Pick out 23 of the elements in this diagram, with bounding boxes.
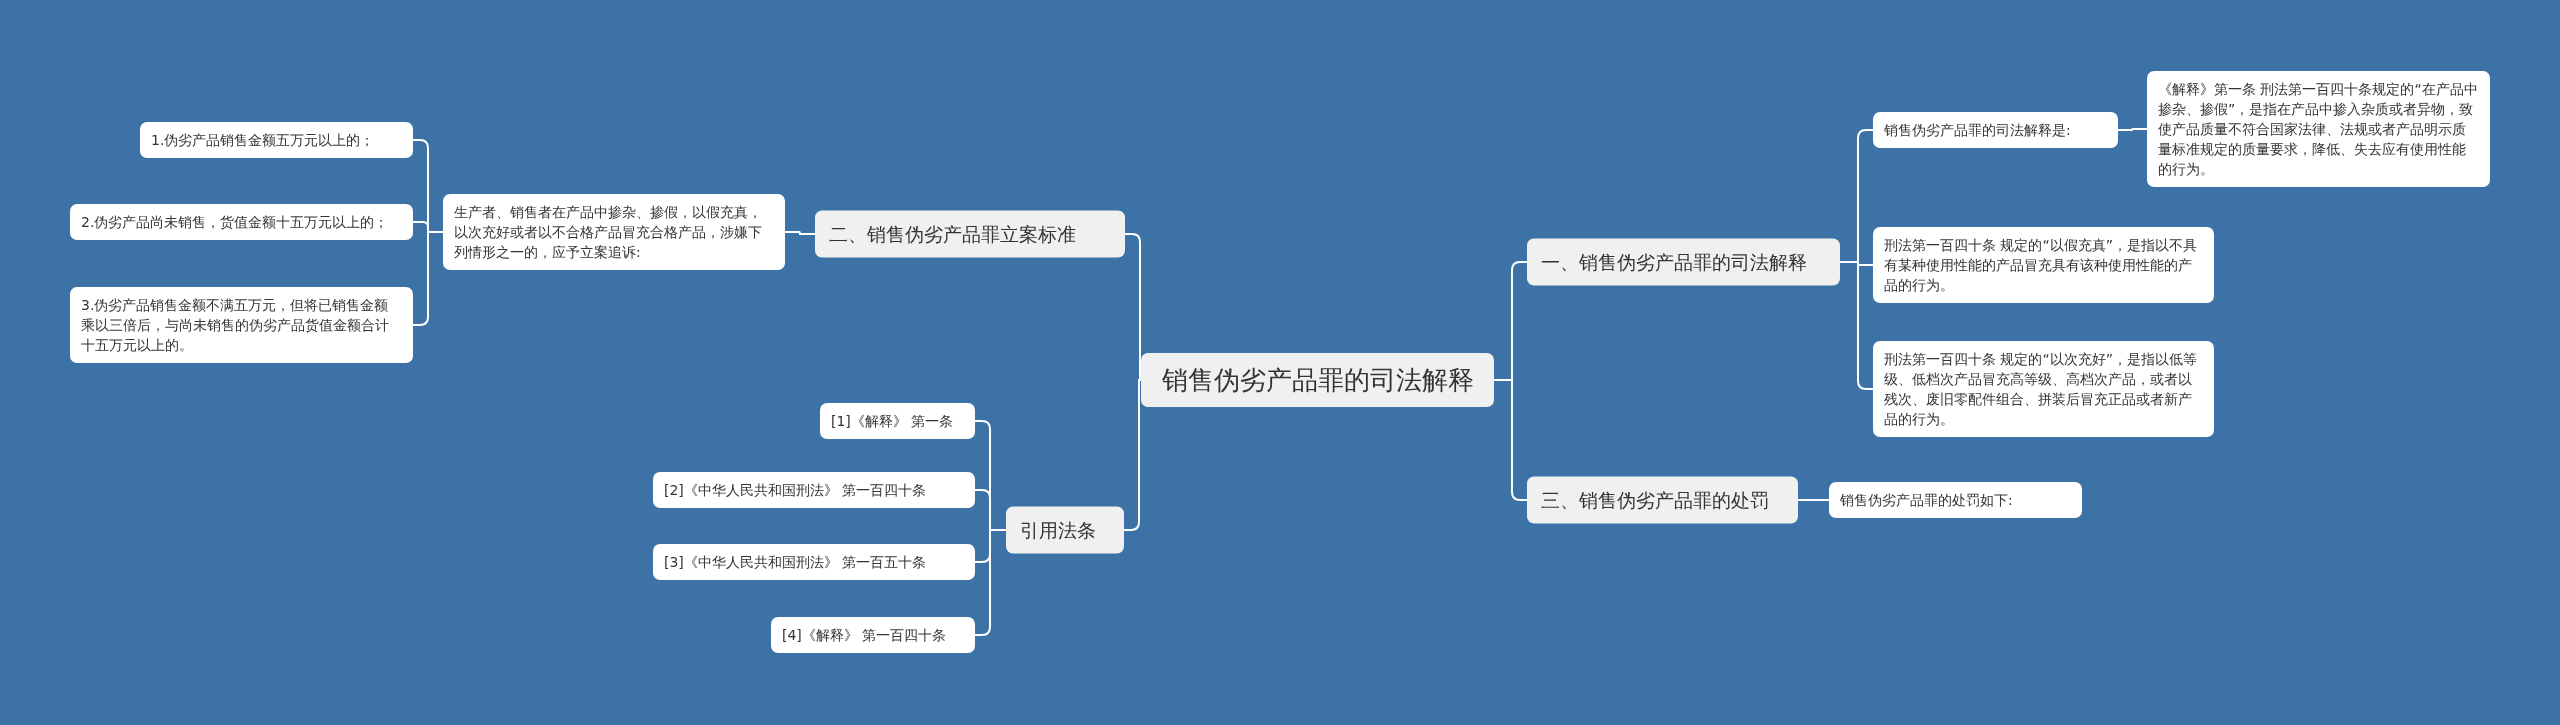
connector-line bbox=[2117, 128, 2148, 131]
leaf-card: [4]《解释》 第一百四十条 bbox=[771, 617, 975, 653]
leaf-card: 销售伪劣产品罪的处罚如下: bbox=[1829, 482, 2082, 518]
branch-topic: 一、销售伪劣产品罪的司法解释 bbox=[1527, 238, 1840, 286]
leaf-card: 1.伪劣产品销售金额五万元以上的； bbox=[140, 122, 413, 158]
leaf-card: 刑法第一百四十条 规定的“以假充真”，是指以不具有某种使用性能的产品冒充具有该种使用性能的产品的行为。 bbox=[1873, 227, 2214, 303]
leaf-card: 销售伪劣产品罪的司法解释是: bbox=[1873, 112, 2118, 148]
branch-topic: 三、销售伪劣产品罪的处罚 bbox=[1527, 476, 1798, 524]
branch-topic: 引用法条 bbox=[1006, 506, 1124, 554]
leaf-card: [3]《中华人民共和国刑法》 第一百五十条 bbox=[653, 544, 975, 580]
branch-topic: 二、销售伪劣产品罪立案标准 bbox=[815, 210, 1125, 258]
leaf-card: [2]《中华人民共和国刑法》 第一百四十条 bbox=[653, 472, 975, 508]
central-topic: 销售伪劣产品罪的司法解释 bbox=[1141, 353, 1494, 407]
leaf-card: 生产者、销售者在产品中掺杂、掺假，以假充真，以次充好或者以不合格产品冒充合格产品，涉嫌下列情形之一的，应予立案追诉: bbox=[443, 194, 785, 270]
leaf-card: 《解释》第一条 刑法第一百四十条规定的“在产品中掺杂、掺假”，是指在产品中掺入杂质或者异物，致使产品质量不符合国家法律、法规或者产品明示质量标准规定的质量要求，降低、失去应有使用性能的行为。 bbox=[2147, 71, 2490, 187]
connector-line bbox=[412, 231, 444, 326]
leaf-card: 刑法第一百四十条 规定的“以次充好”，是指以低等级、低档次产品冒充高等级、高档次产品，或者以残次、废旧零配件组合、拼装后冒充正品或者新产品的行为。 bbox=[1873, 341, 2214, 437]
connector-line bbox=[1493, 379, 1528, 501]
leaf-card: 2.伪劣产品尚未销售，货值金额十五万元以上的； bbox=[70, 204, 413, 240]
connector-line bbox=[1797, 499, 1830, 501]
connector-line bbox=[784, 231, 816, 235]
leaf-card: 3.伪劣产品销售金额不满五万元，但将已销售金额乘以三倍后，与尚未销售的伪劣产品货值金额合计十五万元以上的。 bbox=[70, 287, 413, 363]
leaf-card: [1]《解释》 第一条 bbox=[820, 403, 975, 439]
